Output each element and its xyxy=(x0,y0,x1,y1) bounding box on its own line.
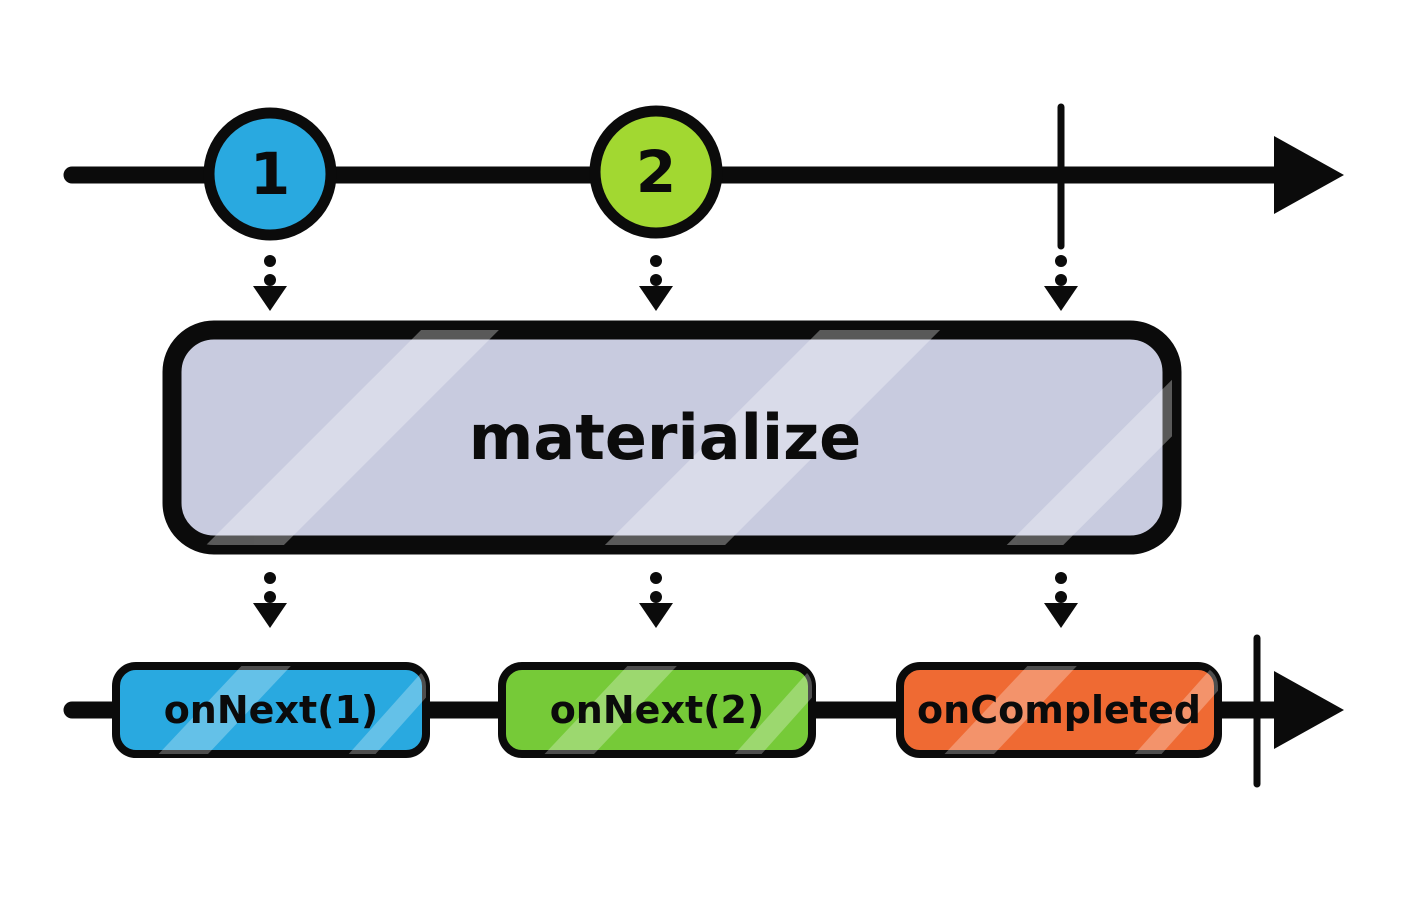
flow-arrows-bottom xyxy=(253,572,1078,628)
event-onnext-2: onNext(2) xyxy=(498,662,816,758)
event-onnext-2-box xyxy=(498,662,816,758)
flow-arrow-top-2 xyxy=(639,255,673,311)
shine-stripe xyxy=(512,666,700,754)
flow-dot xyxy=(264,572,276,584)
event-onnext-1-label: onNext(1) xyxy=(164,688,379,732)
flow-dot xyxy=(264,255,276,267)
event-onnext-1-box xyxy=(112,662,430,758)
flow-arrowhead xyxy=(639,286,673,311)
event-onnext-1: onNext(1) xyxy=(112,662,430,758)
flow-dot xyxy=(264,274,276,286)
flow-dot xyxy=(1055,572,1067,584)
operator-label: materialize xyxy=(469,401,861,474)
shine-stripe xyxy=(514,330,1016,545)
marble-1-circle xyxy=(203,107,337,241)
flow-arrow-top-1 xyxy=(253,255,287,311)
event-onnext-2-label: onNext(2) xyxy=(550,688,765,732)
operator-box-shine xyxy=(172,330,1172,545)
flow-dot xyxy=(1055,255,1067,267)
shine-stripe xyxy=(172,330,565,545)
flow-arrowhead xyxy=(253,603,287,628)
event-onnext-1-shine xyxy=(126,666,426,754)
flow-arrowhead xyxy=(639,603,673,628)
shine-stripe xyxy=(912,666,1100,754)
flow-dot xyxy=(650,255,662,267)
marble-2-label: 2 xyxy=(636,138,676,206)
event-oncompleted-label: onCompleted xyxy=(917,688,1201,732)
shine-stripe xyxy=(915,330,1172,545)
event-oncompleted: onCompleted xyxy=(896,662,1222,758)
flow-arrows-top xyxy=(253,255,1078,311)
event-oncompleted-box xyxy=(896,662,1222,758)
flow-arrow-bottom-1 xyxy=(253,572,287,628)
shine-stripe xyxy=(708,666,812,754)
flow-dot xyxy=(264,591,276,603)
flow-dot xyxy=(650,591,662,603)
flow-dot xyxy=(1055,274,1067,286)
event-oncompleted-shine xyxy=(912,666,1218,754)
marble-1: 1 xyxy=(203,107,337,241)
flow-arrow-top-3 xyxy=(1044,255,1078,311)
marble-2: 2 xyxy=(589,105,723,239)
marble-1-label: 1 xyxy=(250,140,290,208)
result-timeline: onNext(1) onNext(2) onCompleted xyxy=(63,634,1344,788)
flow-arrow-bottom-3 xyxy=(1044,572,1078,628)
result-timeline-arrowhead xyxy=(1274,671,1344,749)
operator-box: materialize xyxy=(162,320,1182,555)
flow-dot xyxy=(1055,591,1067,603)
shine-stripe xyxy=(322,666,426,754)
source-timeline: 1 2 xyxy=(63,103,1344,250)
operator-box-rect xyxy=(162,320,1182,555)
shine-stripe xyxy=(1108,666,1218,754)
flow-arrowhead xyxy=(1044,603,1078,628)
shine-stripe xyxy=(126,666,314,754)
flow-arrowhead xyxy=(1044,286,1078,311)
event-onnext-2-shine xyxy=(512,666,812,754)
marble-2-circle xyxy=(589,105,723,239)
flow-dot xyxy=(650,572,662,584)
flow-arrowhead xyxy=(253,286,287,311)
source-timeline-arrowhead xyxy=(1274,136,1344,214)
flow-dot xyxy=(650,274,662,286)
flow-arrow-bottom-2 xyxy=(639,572,673,628)
